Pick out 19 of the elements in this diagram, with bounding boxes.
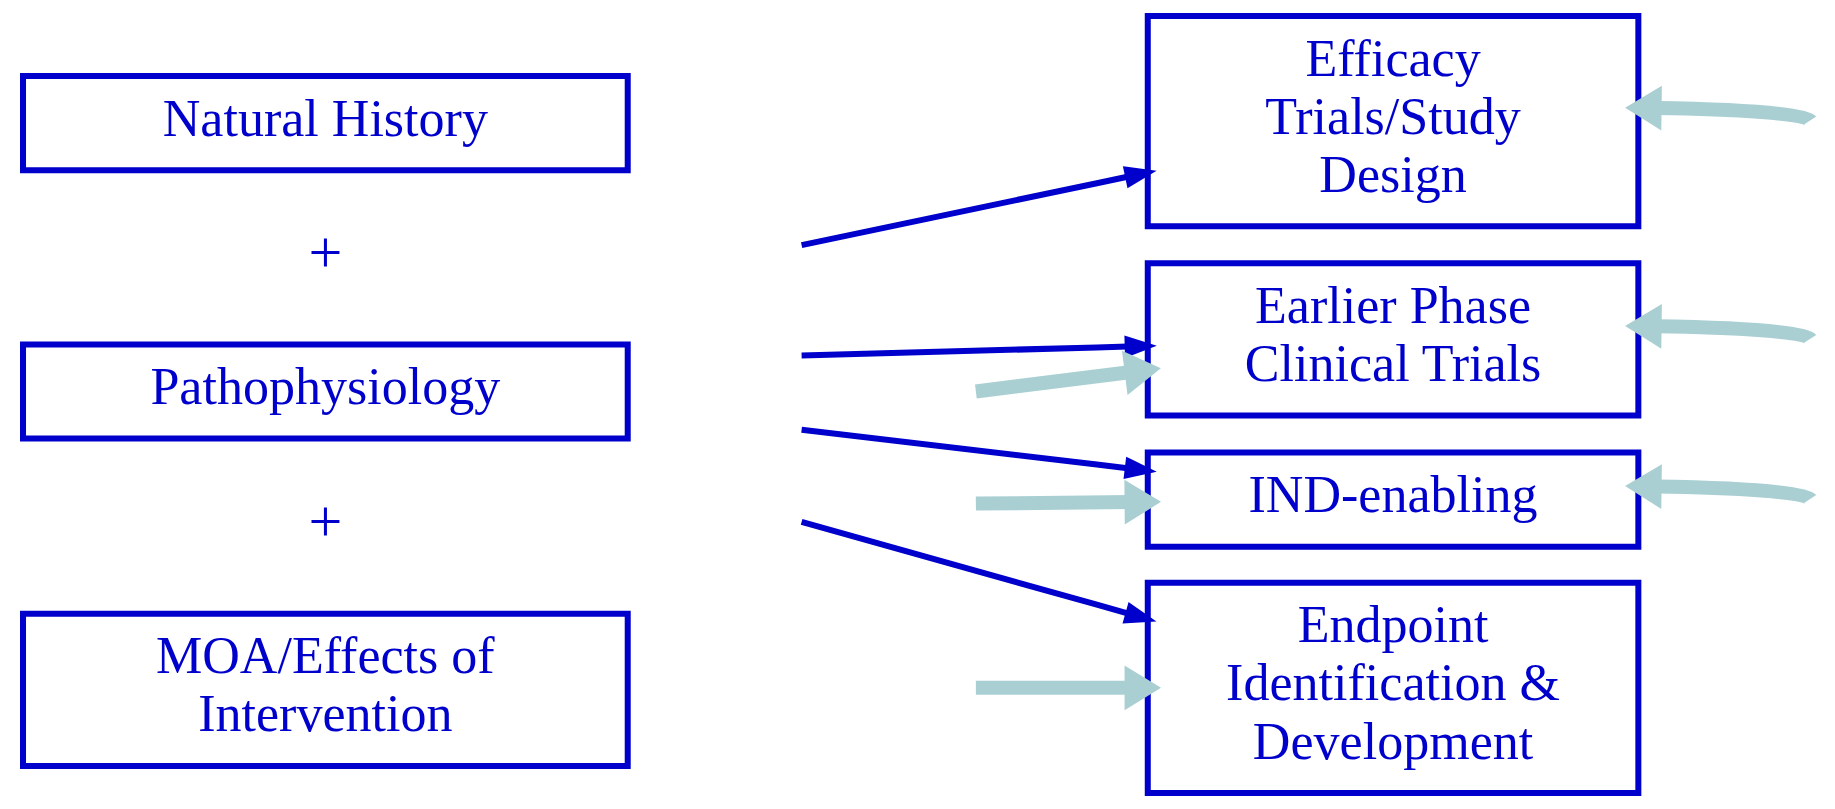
arrow (1625, 85, 1815, 131)
arrow (975, 479, 1161, 525)
label: + (308, 218, 343, 286)
arrow (975, 350, 1161, 399)
node-box: Efficacy Trials/Study Design (1144, 13, 1642, 230)
arrow (801, 426, 1157, 480)
arrow (800, 519, 1157, 624)
node-box: Pathophysiology (20, 341, 631, 442)
arrow (1625, 304, 1815, 349)
arrow (1625, 464, 1815, 509)
node-box: IND-enabling (1144, 449, 1642, 550)
arrow (801, 166, 1157, 249)
node-box: Endpoint Identification & Development (1144, 579, 1642, 796)
node-box: Natural History (20, 73, 631, 174)
label: + (308, 486, 343, 554)
node-box: MOA/Effects of Intervention (20, 610, 631, 769)
node-box: Earlier Phase Clinical Trials (1144, 260, 1642, 419)
arrow (801, 335, 1157, 359)
arrow (975, 665, 1161, 711)
